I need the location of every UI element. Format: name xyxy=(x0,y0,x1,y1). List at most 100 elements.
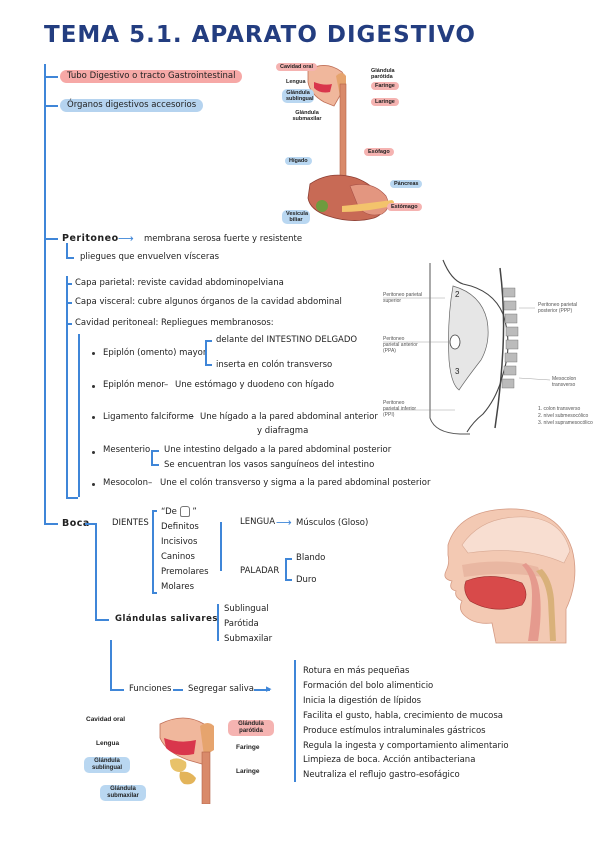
ligamento-desc: Une hígado a la pared abdominal anterior xyxy=(200,412,378,422)
fig-label-glandula-submaxilar: Glándula submaxilar xyxy=(292,110,322,122)
dientes-de-text: “De xyxy=(161,507,177,517)
epiplon-menor-desc: Une estómago y duodeno con hígado xyxy=(175,380,335,390)
bullet xyxy=(92,416,95,419)
page-title: TEMA 5.1. APARATO DIGESTIVO xyxy=(44,22,476,48)
branch-line xyxy=(66,323,72,325)
mouth-label-faringe: Faringe xyxy=(236,744,260,751)
bracket-line xyxy=(285,558,287,580)
bracket-line xyxy=(151,450,159,452)
dash: – xyxy=(164,380,169,390)
digestive-system-figure xyxy=(307,65,394,221)
mesocolon-desc: Une el colón transverso y sigma a la par… xyxy=(160,478,431,488)
fig-peritoneo-legend-1: 1. colon transverso xyxy=(538,406,581,412)
funcion-item-6: Limpieza de boca. Acción antibacteriana xyxy=(303,755,476,765)
bracket-line xyxy=(205,340,207,365)
bracket-line xyxy=(294,660,296,782)
bracket-line xyxy=(205,364,212,366)
mouth-label-glandula-sublingual: Glándula sublingual xyxy=(84,757,130,773)
bullet xyxy=(92,483,95,486)
fig-peritoneo-number-2: 2 xyxy=(455,290,460,299)
organos-accesorios-label: Órganos digestivos accesorios xyxy=(60,99,204,112)
bullet xyxy=(92,385,95,388)
paladar-duro: Duro xyxy=(296,575,317,585)
fig-label-lengua: Lengua xyxy=(286,79,306,85)
fig-peritoneo-legend-3: 3. nivel supramesocólico xyxy=(538,420,593,426)
fig-label-vesicula: Vesícula biliar xyxy=(282,210,310,224)
fig-label-glandula-parotida: Glándula parótida xyxy=(371,68,395,80)
cavidad-peritoneal: Cavidad peritoneal: Repliegues membranos… xyxy=(75,318,274,328)
funcion-item-7: Neutraliza el reflujo gastro-esofágico xyxy=(303,770,460,780)
fig-label-cavidad-oral: Cavidad oral xyxy=(276,63,318,71)
fig-label-peritoneo-superior: Peritoneo parietal superior xyxy=(383,292,423,304)
peritoneo-heading: Peritoneo xyxy=(62,233,119,244)
ligamento-desc2: y diafragma xyxy=(257,426,309,436)
peritoneo-def2: pliegues que envuelven vísceras xyxy=(80,252,220,262)
fig-label-faringe: Faringe xyxy=(371,82,399,90)
mouth-label-glandula-submaxilar: Glándula submaxilar xyxy=(100,785,146,801)
glandula-item-2: Submaxilar xyxy=(224,634,273,644)
arrow-icon: ⟶ xyxy=(276,516,292,529)
capa-parietal: Capa parietal: reviste cavidad abdominop… xyxy=(75,278,284,288)
fig-label-pancreas: Páncreas xyxy=(390,180,423,188)
main-spine-line xyxy=(44,64,46,523)
bracket-line xyxy=(152,510,154,593)
mouth-label-lengua: Lengua xyxy=(96,740,120,747)
fig-label-higado: Hígado xyxy=(285,157,312,165)
branch-line xyxy=(95,619,109,621)
funcion-item-0: Rotura en más pequeñas xyxy=(303,666,410,676)
bracket-line xyxy=(205,340,212,342)
tooth-icon xyxy=(179,506,190,517)
epiplon-mayor-b: inserta en colón transverso xyxy=(216,360,333,370)
dientes-item-0: Definitos xyxy=(161,522,199,532)
funcion-item-3: Facilita el gusto, habla, crecimiento de… xyxy=(303,711,503,721)
bracket-line xyxy=(152,510,157,512)
fig-label-peritoneo-anterior: Peritoneo parietal anterior (PPA) xyxy=(383,336,418,354)
epiplon-mayor: Epiplón (omento) mayor xyxy=(103,348,207,358)
branch-line xyxy=(173,689,183,691)
capa-visceral: Capa visceral: cubre algunos órganos de … xyxy=(75,297,342,307)
paladar-label: PALADAR xyxy=(240,566,280,576)
branch-line xyxy=(66,302,72,304)
fig-label-laringe: Laringe xyxy=(371,98,399,106)
bullet xyxy=(92,451,95,454)
funcion-item-5: Regula la ingesta y comportamiento alime… xyxy=(303,741,509,751)
fig-peritoneo-number-3: 3 xyxy=(455,367,460,376)
arrow-icon: ⟶ xyxy=(118,232,134,245)
branch-line xyxy=(66,257,74,259)
dientes-item-2: Caninos xyxy=(161,552,195,562)
repliegues-spine xyxy=(78,334,80,497)
fig-label-estomago: Estómago xyxy=(387,203,422,211)
peritoneo-def1: membrana serosa fuerte y resistente xyxy=(144,234,303,244)
branch-line xyxy=(66,243,68,257)
mesenterio: Mesenterio xyxy=(103,445,151,455)
bracket-line xyxy=(285,558,292,560)
dash: – xyxy=(148,478,153,488)
paladar-blando: Blando xyxy=(296,553,326,563)
arrow-icon: ▸ xyxy=(266,682,272,695)
head-sagittal-figure xyxy=(444,508,576,644)
branch-line xyxy=(66,497,78,499)
dash: – xyxy=(190,412,195,422)
funcion-item-4: Produce estímulos intraluminales gástric… xyxy=(303,726,486,736)
dientes-label: DIENTES xyxy=(112,518,149,528)
dientes-item-1: Incisivos xyxy=(161,537,198,547)
dientes-item-4: Molares xyxy=(161,582,195,592)
boca-spine xyxy=(95,523,97,620)
funcion-item-1: Formación del bolo alimenticio xyxy=(303,681,434,691)
branch-line xyxy=(44,523,58,525)
glandula-item-0: Sublingual xyxy=(224,604,269,614)
boca-heading: Boca xyxy=(62,518,90,529)
fig-label-esofago: Esófago xyxy=(364,148,394,156)
branch-line xyxy=(66,283,72,285)
bracket-line xyxy=(151,450,153,464)
peritoneum-figure xyxy=(383,259,551,435)
dientes-item-3: Premolares xyxy=(161,567,209,577)
bracket-line xyxy=(151,464,159,466)
branch-line xyxy=(85,523,95,525)
fig-label-peritoneo-inferior: Peritoneo parietal inferior (PPI) xyxy=(383,400,417,418)
mouth-label-laringe: Laringe xyxy=(236,768,260,775)
bracket-line xyxy=(220,522,222,571)
mesocolon: Mesocolon xyxy=(103,478,149,488)
fig-label-glandula-sublingual: Glándula sublingual xyxy=(282,89,314,103)
branch-line xyxy=(44,105,58,107)
